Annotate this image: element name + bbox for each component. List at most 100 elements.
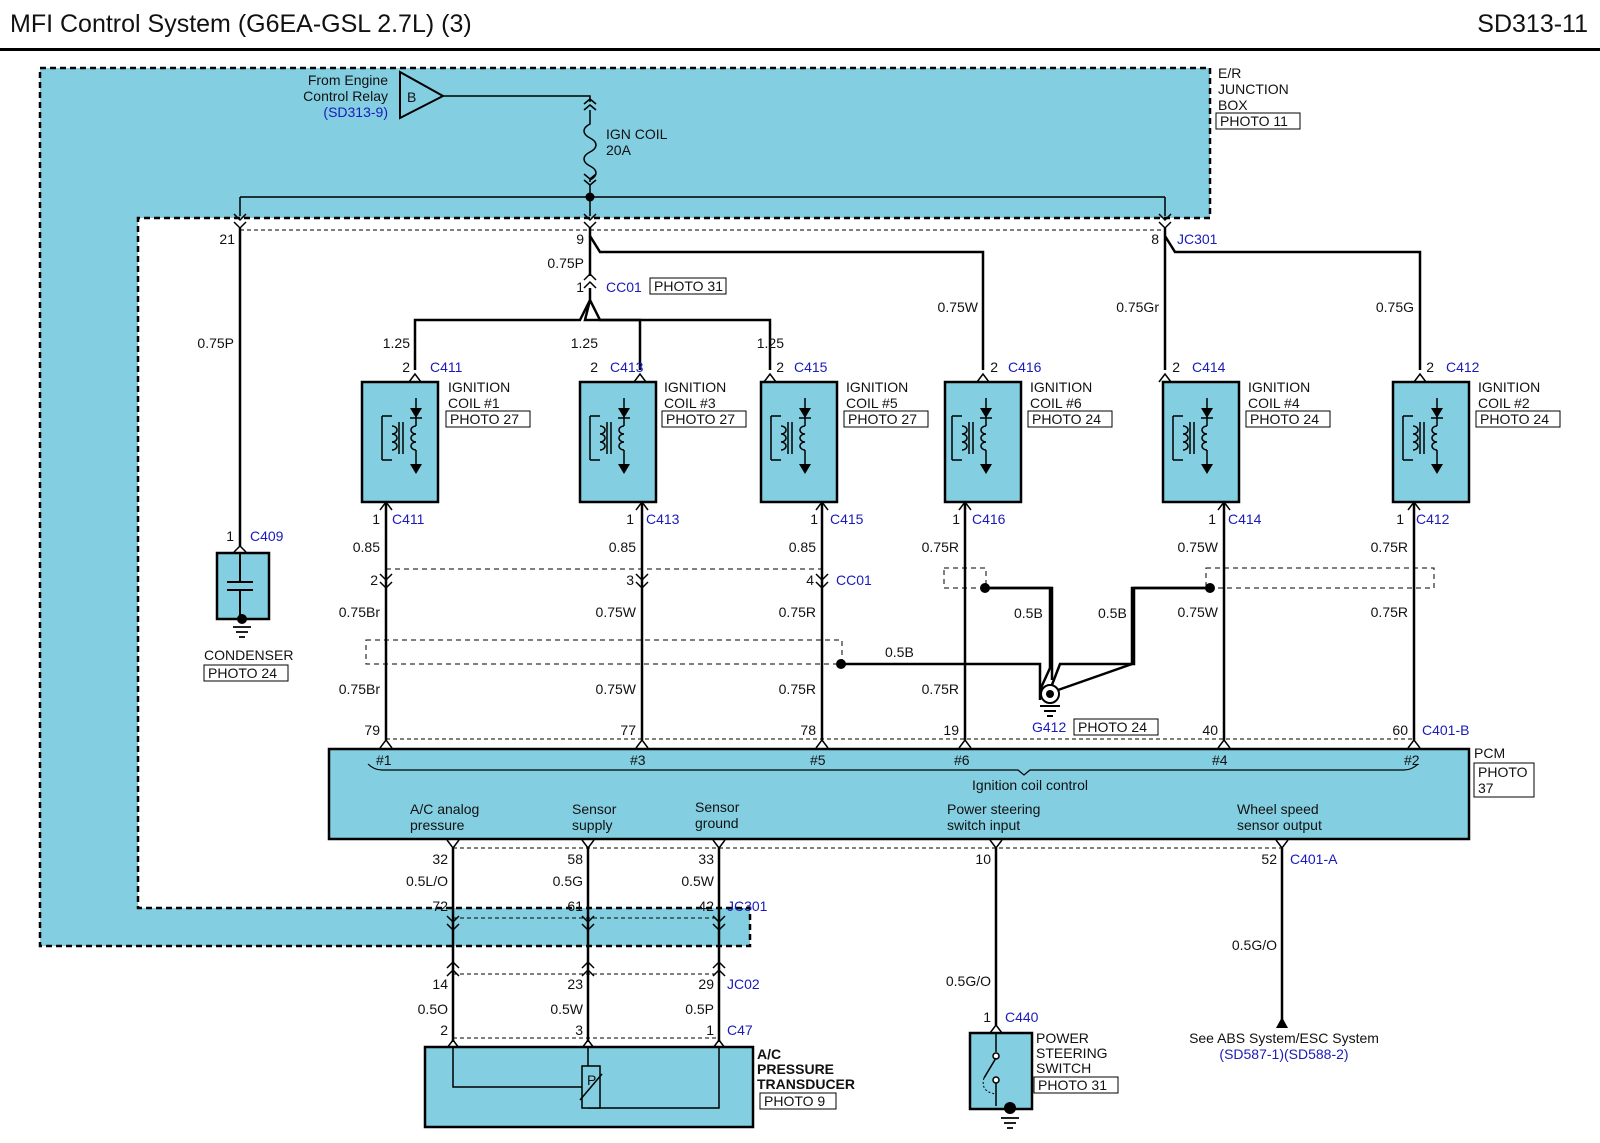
fuse-icon (583, 110, 597, 182)
pcm-ch-5: #5 (810, 752, 826, 768)
jc02-conn[interactable]: JC02 (727, 976, 760, 992)
jc02-pin-23: 23 (567, 976, 583, 992)
source-label-2: Control Relay (303, 88, 388, 104)
pcm-brace (367, 763, 1419, 776)
pcm-f3-l1: Sensor (695, 799, 740, 815)
coil5-l1: IGNITION (846, 379, 908, 395)
cc01-conn[interactable]: CC01 (606, 279, 642, 295)
pcm-top-conn[interactable]: C401-B (1422, 722, 1469, 738)
coil5-top-conn[interactable]: C415 (794, 359, 828, 375)
jc02-pin-14: 14 (432, 976, 448, 992)
coil3-top-pin: 2 (590, 359, 598, 375)
pcm-bot-conn[interactable]: C401-A (1290, 851, 1338, 867)
coil3-bot-conn[interactable]: C413 (646, 511, 680, 527)
coil1-bot-conn[interactable]: C411 (392, 511, 425, 527)
ps-photo: PHOTO 31 (1038, 1077, 1107, 1093)
page-code: SD313-11 (1477, 10, 1588, 38)
coil5-bot-conn[interactable]: C415 (830, 511, 864, 527)
pcm-f3-l2: ground (695, 815, 739, 831)
wire-c1-feed: 1.25 (383, 335, 410, 351)
ac-wire-1b: 0.5O (418, 1001, 448, 1017)
ps-l1: POWER (1036, 1030, 1089, 1046)
coil1-top-conn[interactable]: C411 (430, 359, 463, 375)
wire-c4-feed: 0.75Gr (1116, 299, 1159, 315)
ac-transducer-photo: PHOTO 9 (764, 1093, 825, 1109)
source-arrow-icon (399, 70, 446, 120)
cc01-lower-conn[interactable]: CC01 (836, 572, 872, 588)
wire-c1-b: 0.75Br (339, 604, 381, 620)
condenser-conn[interactable]: C409 (250, 528, 284, 544)
power-steering-switch (968, 1023, 1034, 1129)
pcm-pin-40: 40 (1202, 722, 1218, 738)
coil2-photo: PHOTO 24 (1480, 411, 1549, 427)
pcm-f5-l1: Wheel speed (1237, 801, 1319, 817)
coil3-bot-pin: 1 (626, 511, 634, 527)
jb-photo: PHOTO 11 (1220, 113, 1288, 129)
wire-c2-a: 0.75R (1371, 539, 1408, 555)
jc301-lower-conn[interactable]: JC301 (727, 898, 768, 914)
pcm-photo-l2: 37 (1478, 780, 1494, 796)
wire-c1-a: 0.85 (353, 539, 380, 555)
ac-wire-2a: 0.5G (553, 873, 583, 889)
wire-c4-a: 0.75W (1178, 539, 1219, 555)
fuse-rating: 20A (606, 142, 632, 158)
source-ref[interactable]: (SD313-9) (323, 104, 388, 120)
pcm-name: PCM (1474, 745, 1505, 761)
ac-wire-2b: 0.5W (550, 1001, 583, 1017)
coil3-top-conn[interactable]: C413 (610, 359, 644, 375)
g412-ground-icon (1040, 684, 1060, 717)
c47-conn[interactable]: C47 (727, 1022, 753, 1038)
coil2-top-conn[interactable]: C412 (1446, 359, 1480, 375)
pcm-ch-3: #3 (630, 752, 646, 768)
abs-text: See ABS System/ESC System (1189, 1030, 1379, 1046)
coil6-top-conn[interactable]: C416 (1008, 359, 1042, 375)
ac-transducer-symbol: P (587, 1072, 596, 1088)
g412-name[interactable]: G412 (1032, 719, 1066, 735)
source-letter: B (407, 89, 416, 105)
cc01-photo: PHOTO 31 (654, 278, 723, 294)
wire-shield-1: 0.5B (885, 644, 914, 660)
coil3-l2: COIL #3 (664, 395, 716, 411)
coil4-top-conn[interactable]: C414 (1192, 359, 1226, 375)
coil2-top-pin: 2 (1426, 359, 1434, 375)
coil4-bot-pin: 1 (1208, 511, 1216, 527)
coil6-bot-conn[interactable]: C416 (972, 511, 1006, 527)
jb-conn-jc301[interactable]: JC301 (1177, 231, 1218, 247)
jb-label-1: E/R (1218, 65, 1241, 81)
coil1-top-pin: 2 (402, 359, 410, 375)
coil2-l2: COIL #2 (1478, 395, 1530, 411)
pcm-pin-60: 60 (1392, 722, 1408, 738)
wire-c2-b: 0.75R (1371, 604, 1408, 620)
jc301-pin-42: 42 (698, 898, 714, 914)
title-rule (0, 48, 1600, 51)
pcm-pin-52: 52 (1261, 851, 1277, 867)
coil4-l2: COIL #4 (1248, 395, 1300, 411)
source-label-1: From Engine (308, 72, 388, 88)
ps-conn[interactable]: C440 (1005, 1009, 1039, 1025)
coil6-photo: PHOTO 24 (1032, 411, 1101, 427)
ignition-coil-1 (360, 380, 440, 504)
wire-c3-c: 0.75W (596, 681, 637, 697)
wire-c6-c: 0.75R (922, 681, 959, 697)
wire-cc01: 0.75P (547, 255, 584, 271)
coil3-l1: IGNITION (664, 379, 726, 395)
jc301-pin-61: 61 (567, 898, 583, 914)
coil5-top-pin: 2 (776, 359, 784, 375)
coil4-photo: PHOTO 24 (1250, 411, 1319, 427)
coil6-bot-pin: 1 (952, 511, 960, 527)
coil2-bot-pin: 1 (1396, 511, 1404, 527)
pcm-pin-32: 32 (432, 851, 448, 867)
coil2-bot-conn[interactable]: C412 (1416, 511, 1450, 527)
wire-shield-2: 0.5B (1014, 605, 1043, 621)
condenser-symbol (215, 544, 271, 638)
jc301-pin-72: 72 (432, 898, 448, 914)
wire-c6-feed: 0.75W (938, 299, 979, 315)
wire-c6-a: 0.75R (922, 539, 959, 555)
abs-arrow-icon (1276, 1017, 1288, 1028)
wire-c5-b: 0.75R (779, 604, 816, 620)
wire-c5-a: 0.85 (789, 539, 816, 555)
pcm-ch-2: #2 (1404, 752, 1420, 768)
jc02-pin-29: 29 (698, 976, 714, 992)
abs-ref[interactable]: (SD587-1)(SD588-2) (1219, 1046, 1348, 1062)
coil4-bot-conn[interactable]: C414 (1228, 511, 1262, 527)
